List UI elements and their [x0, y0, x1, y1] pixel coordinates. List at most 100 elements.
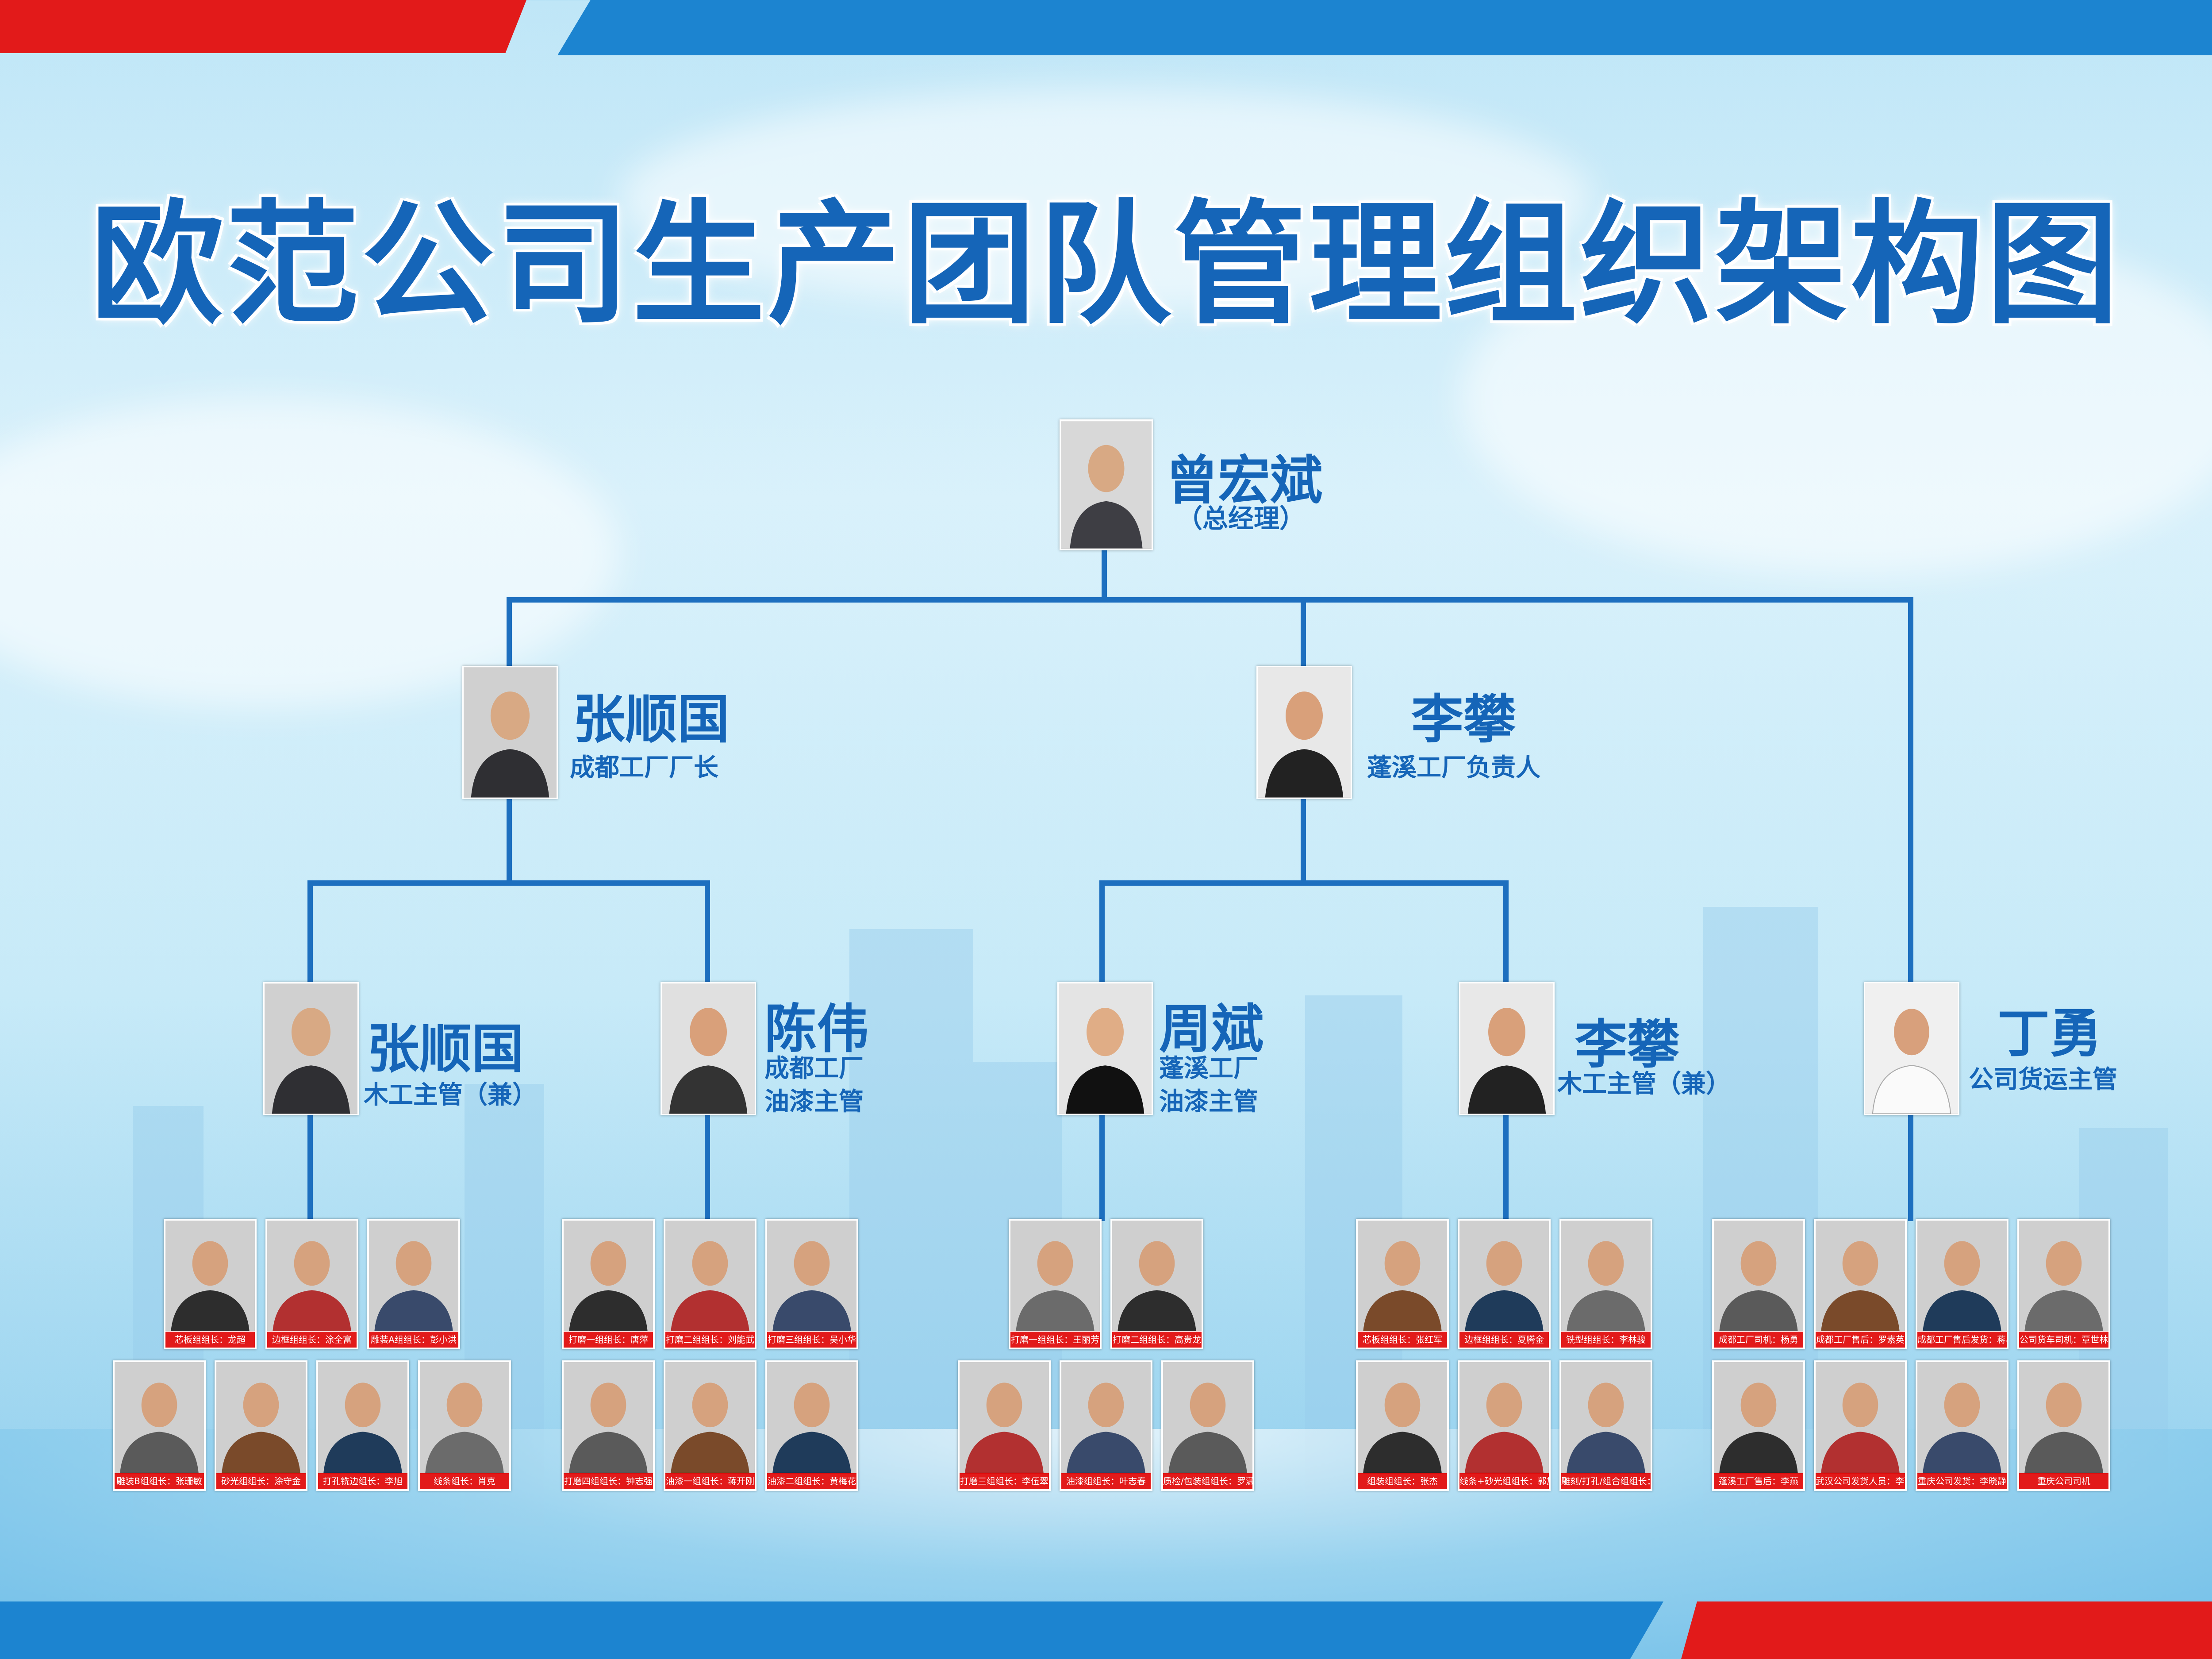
member-caption: 打磨一组组长：唐萍	[564, 1332, 653, 1348]
member-caption: 打磨一组组长：王丽芳	[1010, 1332, 1100, 1348]
connector	[1301, 796, 1306, 885]
supervisor-title: 木工主管（兼）	[364, 1081, 537, 1110]
connector	[1908, 1110, 1913, 1221]
supervisor-title: 成都工厂	[764, 1054, 864, 1083]
connector	[1099, 880, 1509, 886]
member-card: 雕装B组组长：张珊敏	[113, 1360, 206, 1491]
member-caption: 成都工厂售后：罗素英	[1816, 1332, 1905, 1348]
member-photo	[1561, 1362, 1651, 1473]
manager-photo	[462, 666, 558, 799]
supervisor-title: 木工主管（兼）	[1557, 1070, 1731, 1098]
bottom-band-blue	[0, 1601, 1663, 1659]
member-card: 重庆公司发货：李晓静	[1916, 1360, 2008, 1491]
member-photo	[165, 1221, 255, 1331]
member-card: 成都工厂司机：杨勇	[1712, 1219, 1805, 1349]
connector	[307, 880, 313, 987]
connector	[307, 1110, 313, 1221]
supervisor-title: 公司货运主管	[1969, 1065, 2117, 1094]
member-caption: 雕装B组组长：张珊敏	[115, 1473, 204, 1489]
member-card: 线条+砂光组组长：郭加明	[1458, 1360, 1551, 1491]
ceo-photo	[1060, 419, 1153, 550]
connector	[1503, 1110, 1509, 1221]
member-caption: 公司货车司机：覃世林	[2019, 1332, 2108, 1348]
supervisor-name: 张顺国	[367, 1018, 524, 1079]
member-photo	[1917, 1221, 2007, 1331]
supervisor-name: 周斌	[1159, 998, 1264, 1060]
member-card: 打磨二组组长：刘能武	[664, 1219, 757, 1349]
member-caption: 线条组长：肖克	[420, 1473, 509, 1489]
supervisor-photo	[1057, 982, 1153, 1115]
member-card: 油漆组组长：叶志春	[1060, 1360, 1152, 1491]
connector	[705, 1110, 710, 1221]
connector	[307, 880, 710, 886]
member-photo	[115, 1362, 204, 1473]
member-photo	[1112, 1221, 1202, 1331]
top-band-red	[0, 0, 526, 53]
connector	[1503, 880, 1509, 987]
cloud	[0, 398, 619, 708]
member-photo	[1358, 1362, 1447, 1473]
supervisor-title: 油漆主管	[1159, 1087, 1258, 1116]
member-caption: 打磨三组组长：李伍翠	[960, 1473, 1049, 1489]
member-caption: 雕装A组组长：彭小洪	[369, 1332, 458, 1348]
top-band-blue	[557, 0, 2212, 55]
member-card: 油漆一组组长：蒋开刚	[664, 1360, 757, 1491]
member-caption: 成都工厂售后发货：蒋小容	[1917, 1332, 2007, 1348]
connector	[507, 597, 1913, 603]
member-caption: 蓬溪工厂售后：李燕	[1714, 1473, 1803, 1489]
member-photo	[1358, 1221, 1447, 1331]
member-card: 线条组长：肖克	[418, 1360, 511, 1491]
member-photo	[1163, 1362, 1252, 1473]
cloud	[619, 88, 1593, 310]
member-caption: 重庆公司司机	[2019, 1473, 2108, 1489]
member-caption: 雕刻/打孔/组合组组长：赵新平	[1561, 1473, 1651, 1489]
member-card: 重庆公司司机	[2017, 1360, 2110, 1491]
member-photo	[564, 1221, 653, 1331]
member-caption: 油漆一组组长：蒋开刚	[665, 1473, 755, 1489]
member-photo	[1459, 1221, 1549, 1331]
member-photo	[1561, 1221, 1651, 1331]
supervisor-title: 蓬溪工厂	[1159, 1054, 1258, 1083]
member-photo	[420, 1362, 509, 1473]
connector	[1099, 880, 1105, 987]
member-card: 铣型组组长：李林骏	[1559, 1219, 1652, 1349]
member-caption: 铣型组组长：李林骏	[1561, 1332, 1651, 1348]
member-caption: 线条+砂光组组长：郭加明	[1459, 1473, 1549, 1489]
member-card: 打磨一组组长：唐萍	[562, 1219, 655, 1349]
member-photo	[267, 1221, 357, 1331]
member-caption: 打孔铣边组长：李旭	[318, 1473, 407, 1489]
member-card: 打磨一组组长：王丽芳	[1009, 1219, 1102, 1349]
manager-title: 成都工厂厂长	[570, 753, 718, 782]
member-card: 成都工厂售后发货：蒋小容	[1916, 1219, 2008, 1349]
supervisor-photo	[1459, 982, 1555, 1115]
member-card: 质检/包装组组长：罗潇琼	[1161, 1360, 1254, 1491]
member-caption: 油漆组组长：叶志春	[1061, 1473, 1151, 1489]
supervisor-photo	[1864, 982, 1959, 1115]
ceo-name: 曾宏斌	[1166, 450, 1323, 511]
member-photo	[1459, 1362, 1549, 1473]
member-card: 打磨二组组长：高贵龙	[1110, 1219, 1203, 1349]
member-photo	[1714, 1221, 1803, 1331]
manager-name: 张顺国	[573, 689, 730, 750]
member-card: 芯板组组长：张红军	[1356, 1219, 1449, 1349]
supervisor-title: 油漆主管	[764, 1087, 864, 1116]
member-photo	[767, 1221, 856, 1331]
member-card: 砂光组组长：涂守金	[215, 1360, 307, 1491]
member-caption: 边框组组长：涂全富	[267, 1332, 357, 1348]
member-photo	[665, 1221, 755, 1331]
member-photo	[1816, 1362, 1905, 1473]
member-photo	[767, 1362, 856, 1473]
member-card: 边框组组长：夏腾金	[1458, 1219, 1551, 1349]
supervisor-photo	[263, 982, 359, 1115]
member-caption: 芯板组组长：张红军	[1358, 1332, 1447, 1348]
member-caption: 重庆公司发货：李晓静	[1917, 1473, 2007, 1489]
member-card: 雕刻/打孔/组合组组长：赵新平	[1559, 1360, 1652, 1491]
member-photo	[2019, 1221, 2108, 1331]
member-photo	[1010, 1221, 1100, 1331]
member-caption: 边框组组长：夏腾金	[1459, 1332, 1549, 1348]
member-caption: 油漆二组组长：黄梅花	[767, 1473, 856, 1489]
member-caption: 打磨二组组长：高贵龙	[1112, 1332, 1202, 1348]
member-photo	[2019, 1362, 2108, 1473]
member-photo	[1917, 1362, 2007, 1473]
member-card: 蓬溪工厂售后：李燕	[1712, 1360, 1805, 1491]
